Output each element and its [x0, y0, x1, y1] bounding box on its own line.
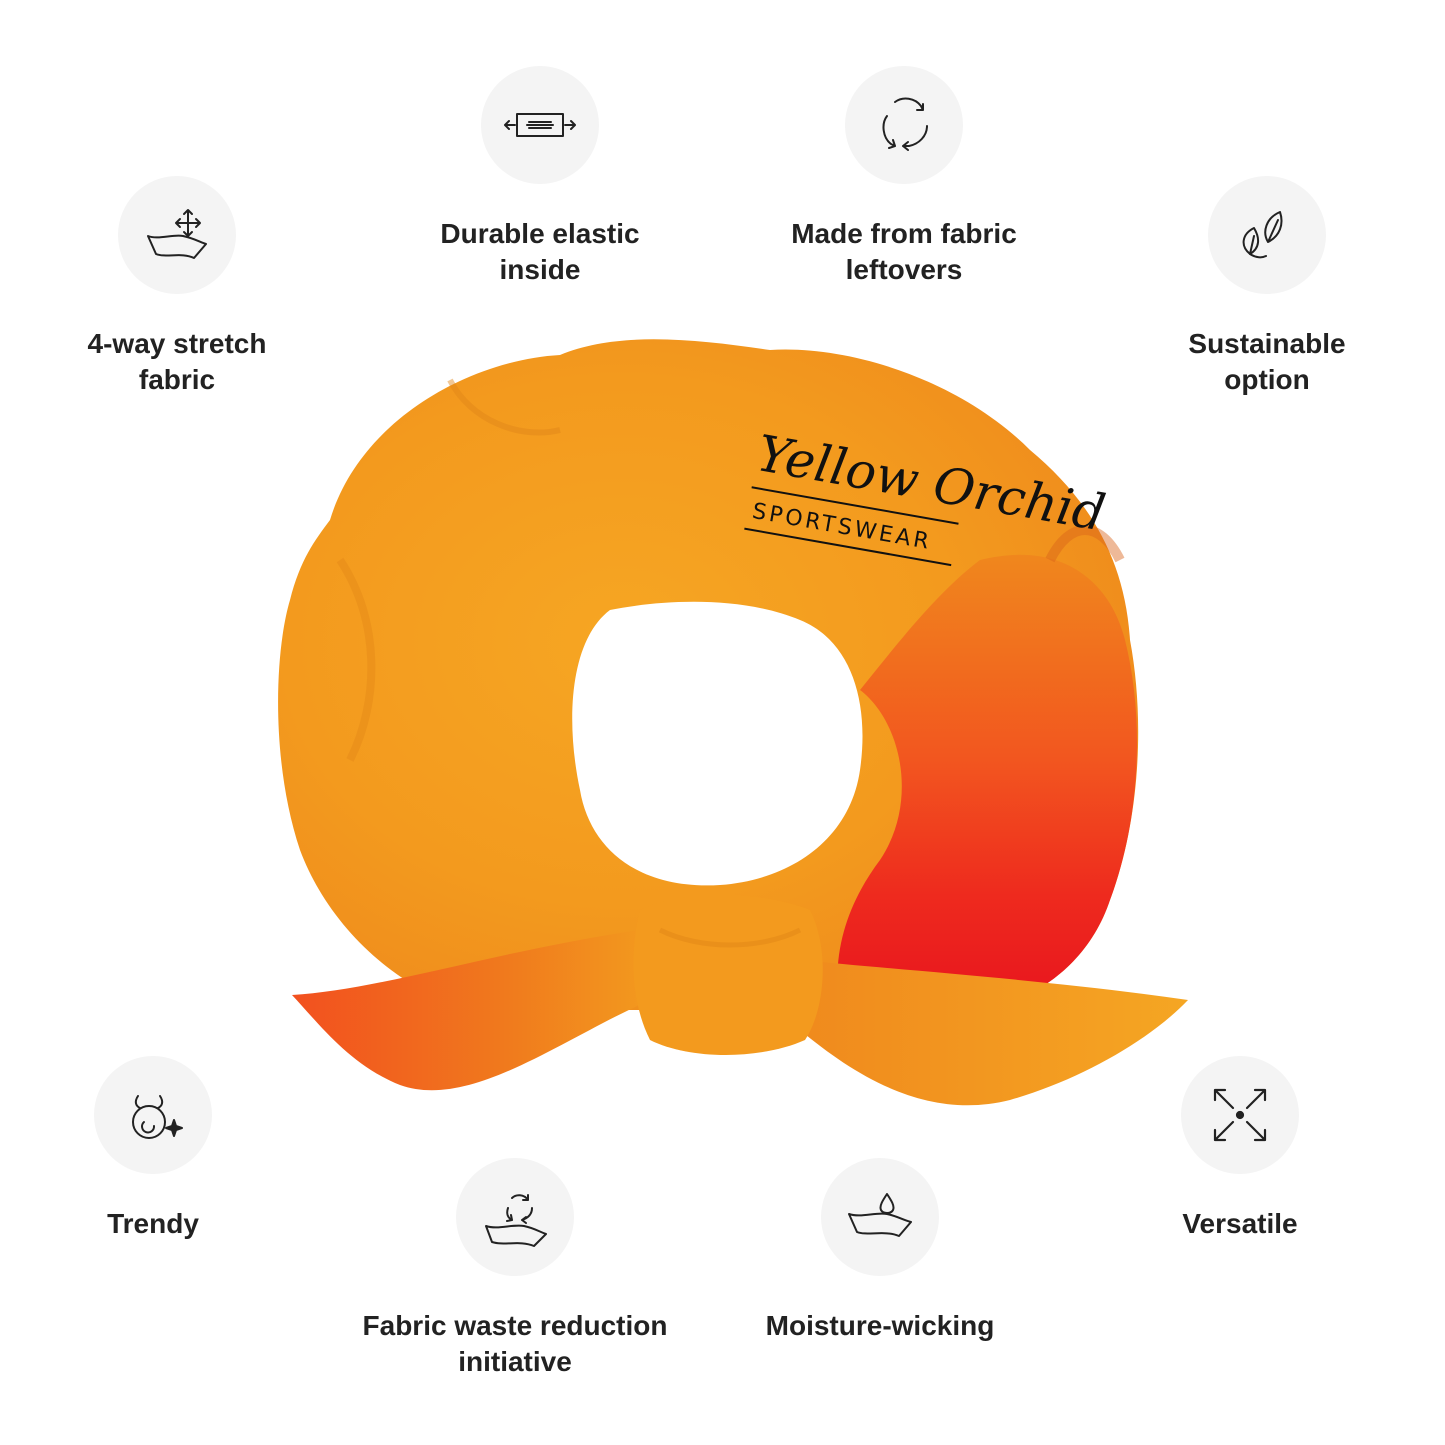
feature-label: 4-way stretch fabric [87, 328, 267, 395]
feature-label: Made from fabric leftovers [791, 218, 1017, 285]
scrunchie-red-section [837, 554, 1137, 1010]
bow-knot [633, 895, 823, 1055]
trendy-icon [94, 1056, 212, 1174]
leaf-icon [1208, 176, 1326, 294]
feature-label: Fabric waste reduction initiative [362, 1310, 668, 1377]
stretch-fabric-icon [118, 176, 236, 294]
expand-arrows-icon [1181, 1056, 1299, 1174]
elastic-icon [481, 66, 599, 184]
water-drop-icon [821, 1158, 939, 1276]
feature-fabric-leftovers: Made from fabric leftovers [714, 66, 1094, 288]
scrunchie-hole [572, 601, 863, 886]
fabric-recycle-icon [456, 1158, 574, 1276]
feature-label: Durable elastic inside [440, 218, 640, 285]
recycle-icon [845, 66, 963, 184]
feature-versatile: Versatile [1050, 1056, 1430, 1242]
feature-trendy: Trendy [0, 1056, 343, 1242]
feature-stretch-fabric: 4-way stretch fabric [0, 176, 367, 398]
bow-right [800, 960, 1188, 1106]
feature-label: Versatile [1182, 1208, 1298, 1239]
feature-sustainable: Sustainable option [1077, 176, 1445, 398]
feature-label: Trendy [107, 1208, 199, 1239]
feature-moisture-wicking: Moisture-wicking [690, 1158, 1070, 1344]
feature-waste-reduction: Fabric waste reduction initiative [325, 1158, 705, 1380]
feature-label: Moisture-wicking [765, 1310, 995, 1341]
feature-label: Sustainable option [1188, 328, 1346, 395]
bow-left [292, 930, 650, 1091]
feature-durable-elastic: Durable elastic inside [350, 66, 730, 288]
